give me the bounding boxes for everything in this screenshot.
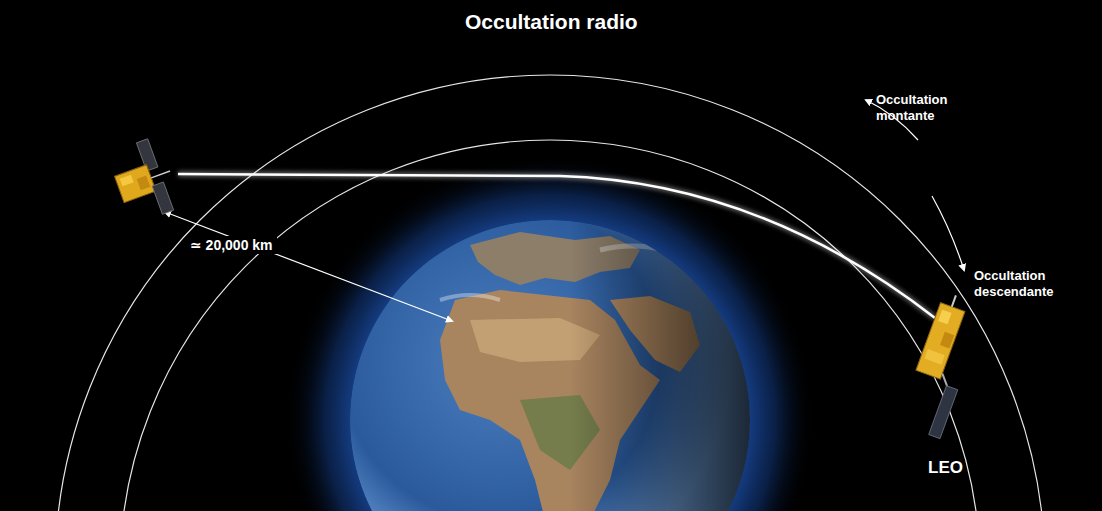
signal-glow: [178, 174, 935, 318]
diagram-title: Occultation radio: [465, 10, 638, 34]
occultation-label: Occultation montante: [876, 92, 976, 124]
orbit-ring: [120, 140, 980, 511]
occultation-label: Occultation descendante: [974, 268, 1074, 300]
gps-satellite: [106, 135, 183, 225]
distance-label: ≃ 20,000 km: [186, 236, 277, 254]
satellite-label: LEO: [928, 458, 963, 478]
setting-arrow: [932, 196, 964, 270]
earth-globe: [350, 220, 750, 511]
leo-satellite: [897, 291, 988, 438]
orbit-ring: [55, 75, 1045, 511]
signal-ray: [178, 174, 935, 318]
distance-arrow: [165, 212, 452, 321]
